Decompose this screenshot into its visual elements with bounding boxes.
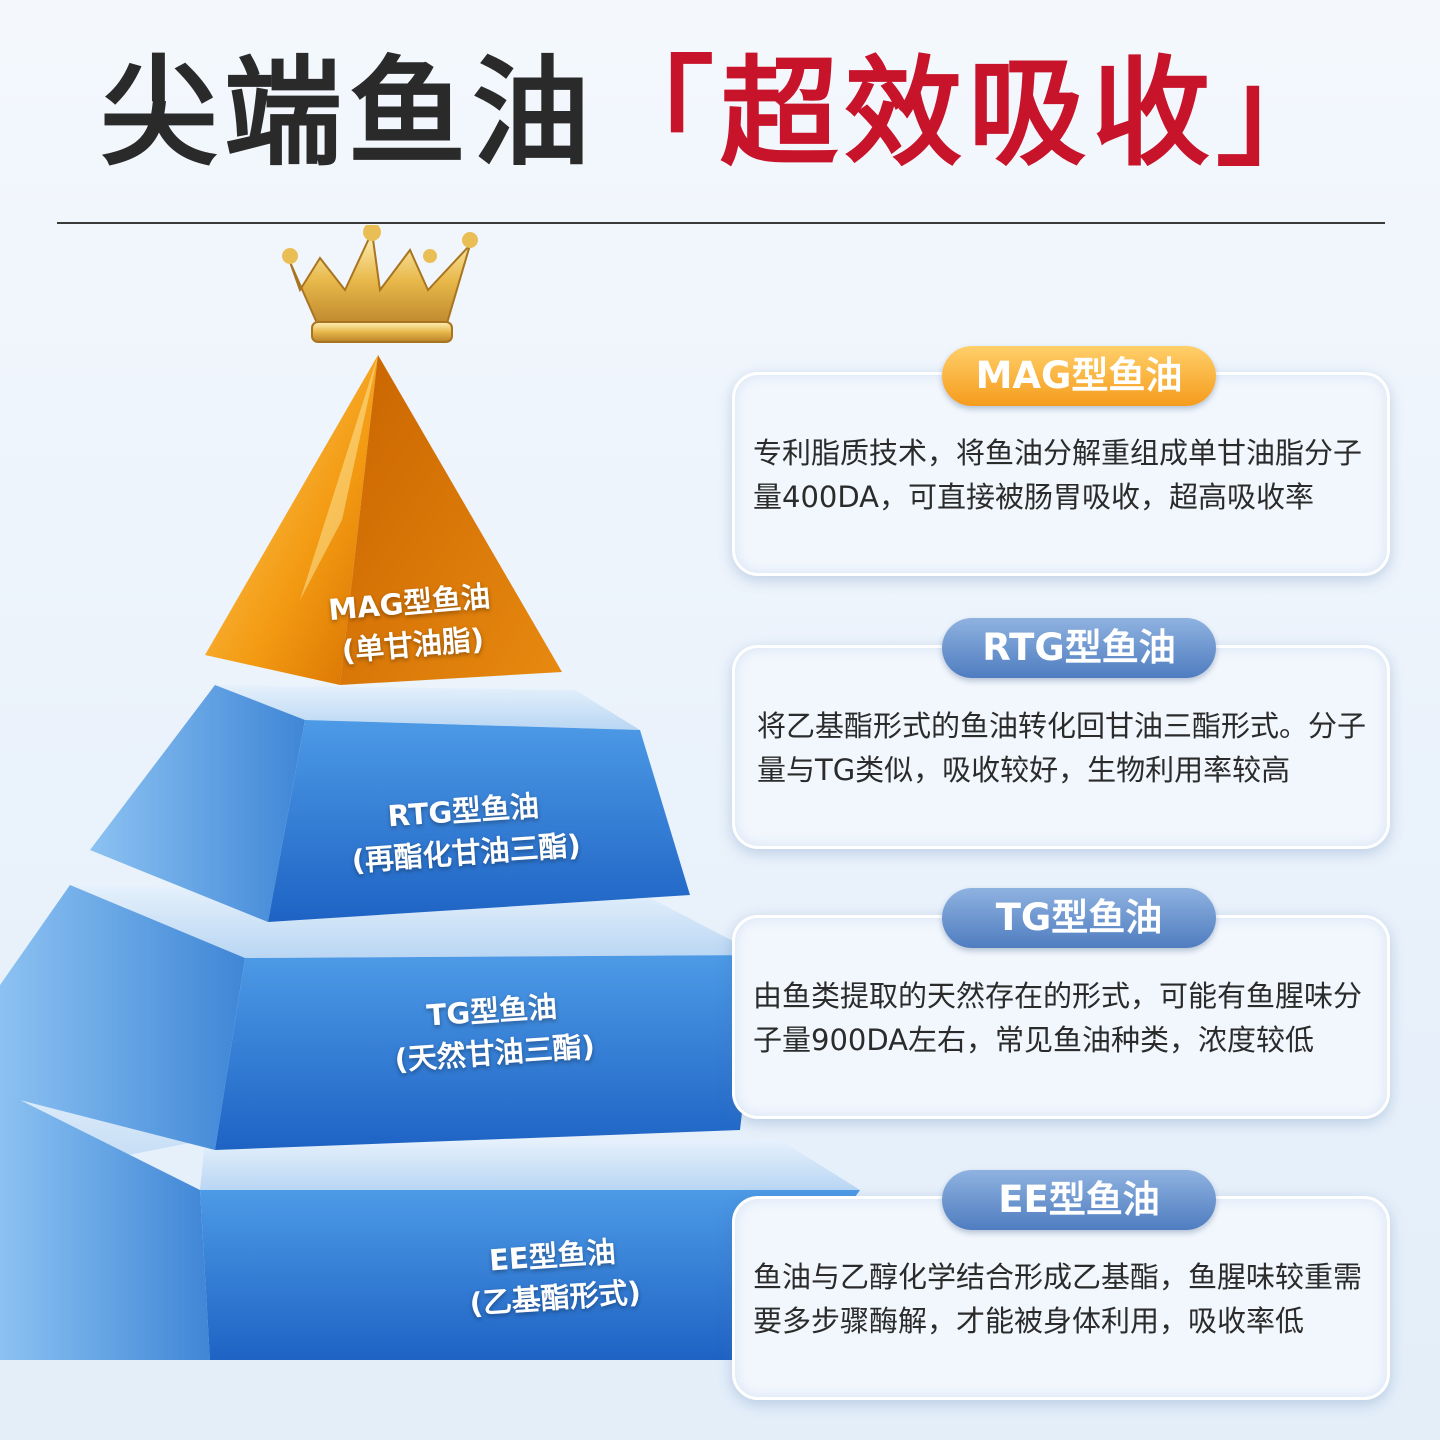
title-divider <box>57 222 1385 224</box>
card-title-badge-tg: TG型鱼油 <box>942 888 1216 948</box>
card-title-badge-ee: EE型鱼油 <box>942 1170 1216 1230</box>
pyramid-tier-rtg <box>90 685 690 922</box>
card-description: 鱼油与乙醇化学结合形成乙基酯，鱼腥味较重需要多步骤酶解，才能被身体利用，吸收率低 <box>753 1260 1363 1338</box>
tier-label-rtg: RTG型鱼油 (再酯化甘油三酯) <box>347 782 582 882</box>
tier-label-mag: MAG型鱼油 (单甘油脂) <box>327 575 496 673</box>
page-title: 尖端鱼油「超效吸收」 <box>0 38 1440 188</box>
tier-label-tg: TG型鱼油 (天然甘油三酯) <box>390 983 596 1081</box>
pyramid-illustration <box>0 225 860 1440</box>
card-title-badge-mag: MAG型鱼油 <box>942 346 1216 406</box>
info-card-rtg: 将乙基酯形式的鱼油转化回甘油三酯形式。分子量与TG类似，吸收较好，生物利用率较高 <box>732 645 1390 849</box>
card-description: 将乙基酯形式的鱼油转化回甘油三酯形式。分子量与TG类似，吸收较好，生物利用率较高 <box>757 709 1367 787</box>
title-part-red: 「超效吸收」 <box>596 44 1341 182</box>
card-description: 专利脂质技术，将鱼油分解重组成单甘油脂分子量400DA，可直接被肠胃吸收，超高吸… <box>753 436 1363 514</box>
pyramid-tier-ee <box>0 1072 860 1440</box>
info-card-mag: 专利脂质技术，将鱼油分解重组成单甘油脂分子量400DA，可直接被肠胃吸收，超高吸… <box>732 372 1390 576</box>
card-description: 由鱼类提取的天然存在的形式，可能有鱼腥味分子量900DA左右，常见鱼油种类，浓度… <box>753 979 1363 1057</box>
crown-icon <box>282 225 478 343</box>
info-card-ee: 鱼油与乙醇化学结合形成乙基酯，鱼腥味较重需要多步骤酶解，才能被身体利用，吸收率低 <box>732 1196 1390 1400</box>
pyramid-tier-mag <box>205 355 562 685</box>
pyramid-tier-tg <box>0 885 760 1150</box>
title-part-dark: 尖端鱼油 <box>99 44 596 182</box>
info-card-tg: 由鱼类提取的天然存在的形式，可能有鱼腥味分子量900DA左右，常见鱼油种类，浓度… <box>732 915 1390 1119</box>
card-title-badge-rtg: RTG型鱼油 <box>942 618 1216 678</box>
tier-label-ee: EE型鱼油 (乙基酯形式) <box>465 1229 642 1325</box>
